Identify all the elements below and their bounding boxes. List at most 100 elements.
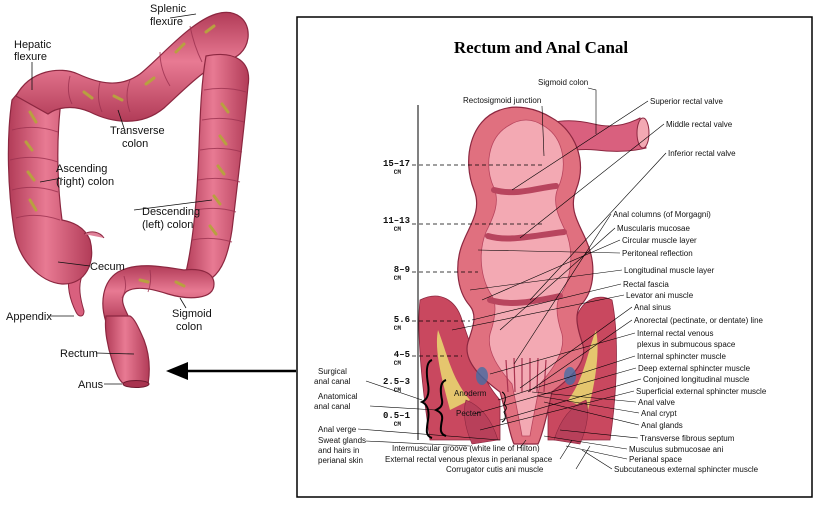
right-label-17: Superficial external sphincter muscle bbox=[636, 387, 767, 396]
right-label-0: Superior rectal valve bbox=[650, 97, 723, 106]
right-leader-18 bbox=[531, 391, 637, 403]
svg-text:perianal skin: perianal skin bbox=[318, 456, 363, 465]
levator-ani-shape bbox=[418, 295, 501, 441]
svg-text:and hairs in: and hairs in bbox=[318, 446, 359, 455]
svg-text:CM: CM bbox=[394, 387, 402, 394]
svg-text:CM: CM bbox=[394, 169, 402, 176]
label-ascending-2: (right) colon bbox=[56, 176, 114, 188]
svg-text:Rectosigmoid junction: Rectosigmoid junction bbox=[463, 96, 541, 105]
label-pecten: Pecten bbox=[456, 409, 481, 418]
right-leader-23 bbox=[565, 445, 628, 460]
label-cecum: Cecum bbox=[90, 261, 125, 273]
svg-text:Descending: Descending bbox=[142, 206, 200, 218]
anus-shape bbox=[122, 380, 150, 388]
external-sphincter-left bbox=[464, 399, 499, 445]
right-label-7: Longitudinal muscle layer bbox=[624, 266, 715, 275]
label-descending-1: Descending bbox=[142, 206, 200, 218]
svg-text:Sweat glands: Sweat glands bbox=[318, 436, 366, 445]
right-leader-21 bbox=[559, 429, 639, 439]
svg-text:2.5–3: 2.5–3 bbox=[383, 377, 410, 387]
right-leader-9 bbox=[451, 294, 625, 331]
right-label-11: Anorectal (pectinate, or dentate) line bbox=[634, 316, 764, 325]
right-leader-24 bbox=[581, 449, 613, 470]
label-sigmoid-2: colon bbox=[176, 321, 202, 333]
ileum-stub bbox=[83, 231, 105, 239]
svg-text:CM: CM bbox=[394, 226, 402, 233]
right-leader-6 bbox=[477, 249, 621, 254]
right-label-8: Rectal fascia bbox=[623, 280, 669, 289]
svg-text:Rectum and Anal Canal: Rectum and Anal Canal bbox=[454, 38, 629, 57]
left-panel-labels: Surgical anal canal Anatomical anal cana… bbox=[314, 367, 366, 465]
svg-text:Surgical: Surgical bbox=[318, 367, 347, 376]
svg-text:Anus: Anus bbox=[78, 379, 104, 391]
svg-text:Sigmoid colon: Sigmoid colon bbox=[538, 78, 588, 87]
depth-dashed-lines bbox=[412, 164, 545, 357]
svg-text:colon: colon bbox=[176, 321, 202, 333]
depth-unit-1: CM bbox=[394, 226, 402, 233]
svg-text:CM: CM bbox=[394, 421, 402, 428]
svg-text:11–13: 11–13 bbox=[383, 216, 410, 226]
colon-labels: Splenic flexure Hepatic flexure Transver… bbox=[6, 3, 212, 391]
right-leader-3 bbox=[513, 213, 612, 365]
right-leader-12 bbox=[489, 332, 636, 375]
right-label-16: Conjoined longitudinal muscle bbox=[643, 375, 750, 384]
label-intermuscular: Intermuscular groove (white line of Hilt… bbox=[392, 444, 540, 453]
svg-text:Ascending: Ascending bbox=[56, 163, 107, 175]
label-sigmoid-colon: Sigmoid colon bbox=[538, 78, 588, 87]
label-splenic-2: flexure bbox=[150, 16, 183, 28]
label-sweat-2: and hairs in bbox=[318, 446, 359, 455]
right-label-6: Peritoneal reflection bbox=[622, 249, 693, 258]
label-descending-2: (left) colon bbox=[142, 219, 193, 231]
label-rectosigmoid: Rectosigmoid junction bbox=[463, 96, 541, 105]
svg-text:Rectum: Rectum bbox=[60, 348, 98, 360]
label-sigmoid-1: Sigmoid bbox=[172, 308, 212, 320]
label-anatomical-1: Anatomical bbox=[318, 392, 358, 401]
svg-text:Anoderm: Anoderm bbox=[454, 389, 487, 398]
depth-value-2: 8–9 bbox=[394, 265, 410, 275]
depth-value-5: 2.5–3 bbox=[383, 377, 410, 387]
rectum-shape bbox=[104, 315, 150, 385]
svg-text:Appendix: Appendix bbox=[6, 311, 52, 323]
descending-colon-shape bbox=[183, 54, 250, 281]
ischioanal-fat-left bbox=[436, 330, 470, 410]
label-external-plexus: External rectal venous plexus in periana… bbox=[385, 455, 553, 464]
right-label-12: Internal rectal venous bbox=[637, 329, 714, 338]
depth-value-3: 5.6 bbox=[394, 315, 410, 325]
svg-text:Splenic: Splenic bbox=[150, 3, 187, 15]
svg-text:anal canal: anal canal bbox=[314, 377, 351, 386]
right-label-15: Deep external sphincter muscle bbox=[638, 364, 751, 373]
label-transverse-1: Transverse bbox=[110, 125, 165, 137]
svg-text:Transverse: Transverse bbox=[110, 125, 165, 137]
right-label-24: Subcutaneous external sphincter muscle bbox=[614, 465, 759, 474]
top-labels: Sigmoid colon Rectosigmoid junction bbox=[463, 78, 588, 105]
svg-text:anal canal: anal canal bbox=[314, 402, 351, 411]
panel-title: Rectum and Anal Canal bbox=[454, 38, 629, 57]
svg-text:Anatomical: Anatomical bbox=[318, 392, 358, 401]
colon-label-leaders bbox=[31, 13, 213, 385]
right-label-20: Anal glands bbox=[641, 421, 683, 430]
right-leader-17 bbox=[479, 390, 635, 431]
depth-unit-5: CM bbox=[394, 387, 402, 394]
right-leader-10 bbox=[519, 306, 633, 389]
depth-marks: 15–17 CM 11–13 CM 8–9 CM 5.6 CM 4–5 CM 2… bbox=[383, 159, 411, 428]
right-leader-1 bbox=[519, 123, 665, 239]
right-label-23: Perianal space bbox=[629, 455, 682, 464]
taeniae-coli bbox=[24, 24, 230, 288]
label-splenic-1: Splenic bbox=[150, 3, 187, 15]
inner-brace bbox=[501, 391, 507, 423]
left-panel-leaders bbox=[357, 380, 501, 447]
svg-text:CM: CM bbox=[394, 325, 402, 332]
svg-text:colon: colon bbox=[122, 138, 148, 150]
depth-unit-3: CM bbox=[394, 325, 402, 332]
right-label-21: Transverse fibrous septum bbox=[640, 434, 735, 443]
svg-text:External rectal venous plexus: External rectal venous plexus in periana… bbox=[385, 455, 553, 464]
label-anus: Anus bbox=[78, 379, 104, 391]
venous-plexus-left bbox=[476, 367, 488, 385]
right-leader-15 bbox=[473, 367, 637, 415]
label-rectum: Rectum bbox=[60, 348, 98, 360]
right-label-10: Anal sinus bbox=[634, 303, 671, 312]
bottom-labels: Intermuscular groove (white line of Hilt… bbox=[385, 444, 553, 474]
label-hepatic-2: flexure bbox=[14, 51, 47, 63]
